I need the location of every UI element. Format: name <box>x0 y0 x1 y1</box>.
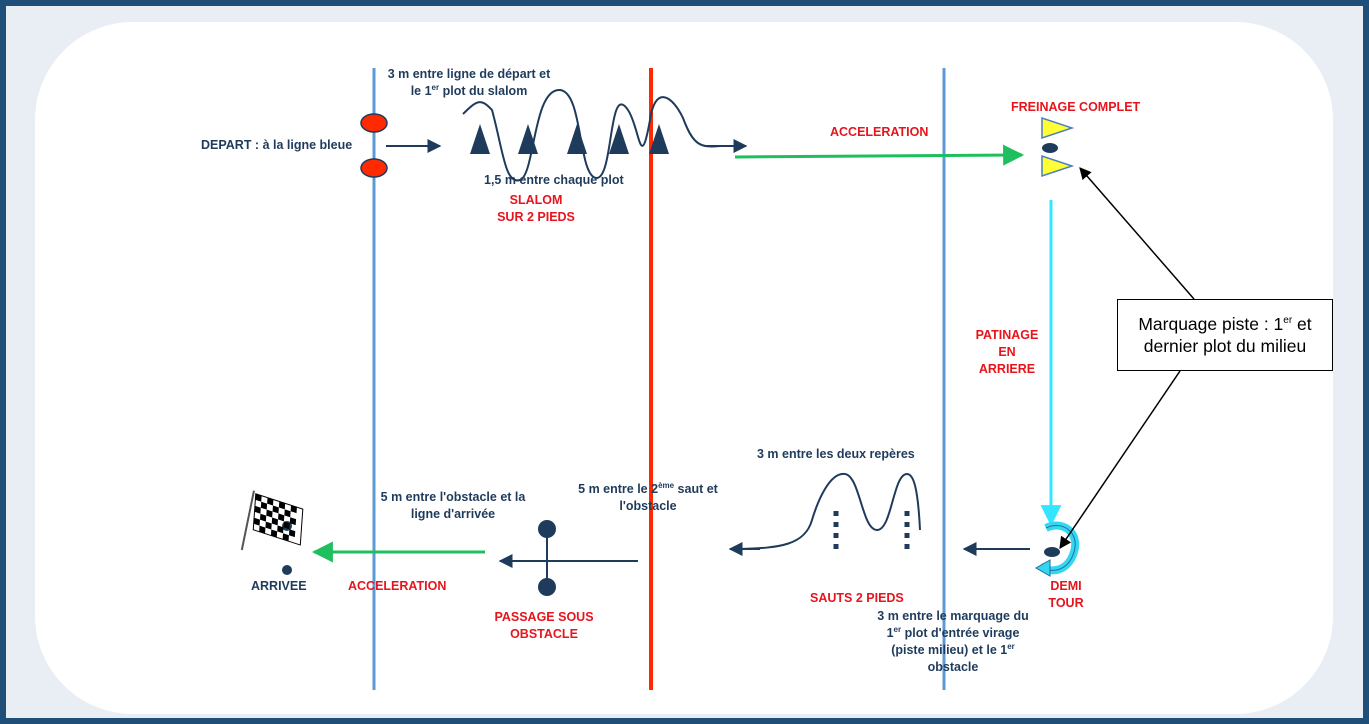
turn-distance-note: 3 m entre le marquage du 1er plot d'entr… <box>862 608 1044 676</box>
slalom-cone-1 <box>470 124 490 154</box>
jump-obstacle-distance-note: 5 m entre le 2ème saut et l'obstacle <box>553 481 743 515</box>
u-turn-arrowhead <box>1034 559 1051 577</box>
slalom-label-line-2: SUR 2 PIEDS <box>497 210 575 224</box>
start-marker-bottom <box>360 158 388 178</box>
acceleration-bottom-label: ACCELERATION <box>348 579 447 593</box>
backward-skating-line-3: ARRIERE <box>978 362 1036 376</box>
obstacle-finish-distance-note: 5 m entre l'obstacle et la ligne d'arriv… <box>364 489 542 523</box>
checkered-flag-icon <box>240 490 304 551</box>
turn-distance-line-4: obstacle <box>927 660 979 674</box>
slalom-cone-4 <box>609 124 629 154</box>
obstacle-top <box>538 520 556 538</box>
u-turn-label: DEMI TOUR <box>1037 578 1095 612</box>
slalom-cone-2 <box>518 124 538 154</box>
course-panel <box>35 22 1333 714</box>
finish-dot-bottom <box>282 565 292 575</box>
brake-cone-bottom <box>1041 154 1075 178</box>
slalom-distance-line-1: 3 m entre ligne de départ et <box>387 67 551 81</box>
jump-obstacle-line-1: 5 m entre le 2ème saut et <box>578 480 718 496</box>
jump-obstacle-line-2: l'obstacle <box>619 499 677 513</box>
u-turn-label-line-2: TOUR <box>1048 596 1084 610</box>
obstacle-finish-line-1: 5 m entre l'obstacle et la <box>380 490 526 504</box>
backward-skating-line-1: PATINAGE <box>975 328 1039 342</box>
backward-skating-line-2: EN <box>998 345 1016 359</box>
slalom-wave-path <box>462 88 721 182</box>
under-obstacle-line-2: OBSTACLE <box>510 627 578 641</box>
under-obstacle-line-1: PASSAGE SOUS <box>494 610 594 624</box>
turn-distance-line-3: (piste milieu) et le 1er <box>891 641 1015 657</box>
track-marking-line-2: dernier plot du milieu <box>1143 336 1307 356</box>
note-arrow-down <box>1059 370 1181 549</box>
u-turn-marker <box>1044 547 1060 557</box>
backward-skating-label: PATINAGE EN ARRIERE <box>973 327 1041 378</box>
acceleration-arrow-top <box>734 144 1025 166</box>
braking-label: FREINAGE COMPLET <box>1011 100 1141 114</box>
obstacle-finish-line-2: ligne d'arrivée <box>410 507 496 521</box>
jumps-path <box>739 472 921 550</box>
under-obstacle-label: PASSAGE SOUS OBSTACLE <box>480 609 608 643</box>
jumps-distance-label: 3 m entre les deux repères <box>757 447 915 461</box>
track-marking-note: Marquage piste : 1er et dernier plot du … <box>1117 299 1333 371</box>
turn-distance-line-1: 3 m entre le marquage du <box>877 609 1029 623</box>
note-arrow-up <box>1079 167 1195 300</box>
track-marking-line-1: Marquage piste : 1er et <box>1138 314 1312 334</box>
u-turn-label-line-1: DEMI <box>1050 579 1082 593</box>
slalom-cone-3 <box>567 124 587 154</box>
obstacle-bottom <box>538 578 556 596</box>
slalom-label: SLALOM SUR 2 PIEDS <box>474 192 598 226</box>
jumps-label: SAUTS 2 PIEDS <box>810 591 904 605</box>
turn-distance-line-2: 1er plot d'entrée virage <box>886 624 1020 640</box>
start-marker-top <box>360 113 388 133</box>
slalom-label-line-1: SLALOM <box>509 193 563 207</box>
plot-spacing-label: 1,5 m entre chaque plot <box>484 173 624 187</box>
slalom-distance-line-2: le 1er plot du slalom <box>410 82 528 98</box>
slalom-distance-note: 3 m entre ligne de départ et le 1er plot… <box>366 66 572 100</box>
slalom-cone-5 <box>649 124 669 154</box>
brake-cone-top <box>1041 116 1075 140</box>
acceleration-top-label: ACCELERATION <box>830 125 929 139</box>
start-label: DEPART : à la ligne bleue <box>201 138 353 152</box>
finish-label: ARRIVEE <box>251 579 307 593</box>
brake-marker <box>1042 143 1058 153</box>
